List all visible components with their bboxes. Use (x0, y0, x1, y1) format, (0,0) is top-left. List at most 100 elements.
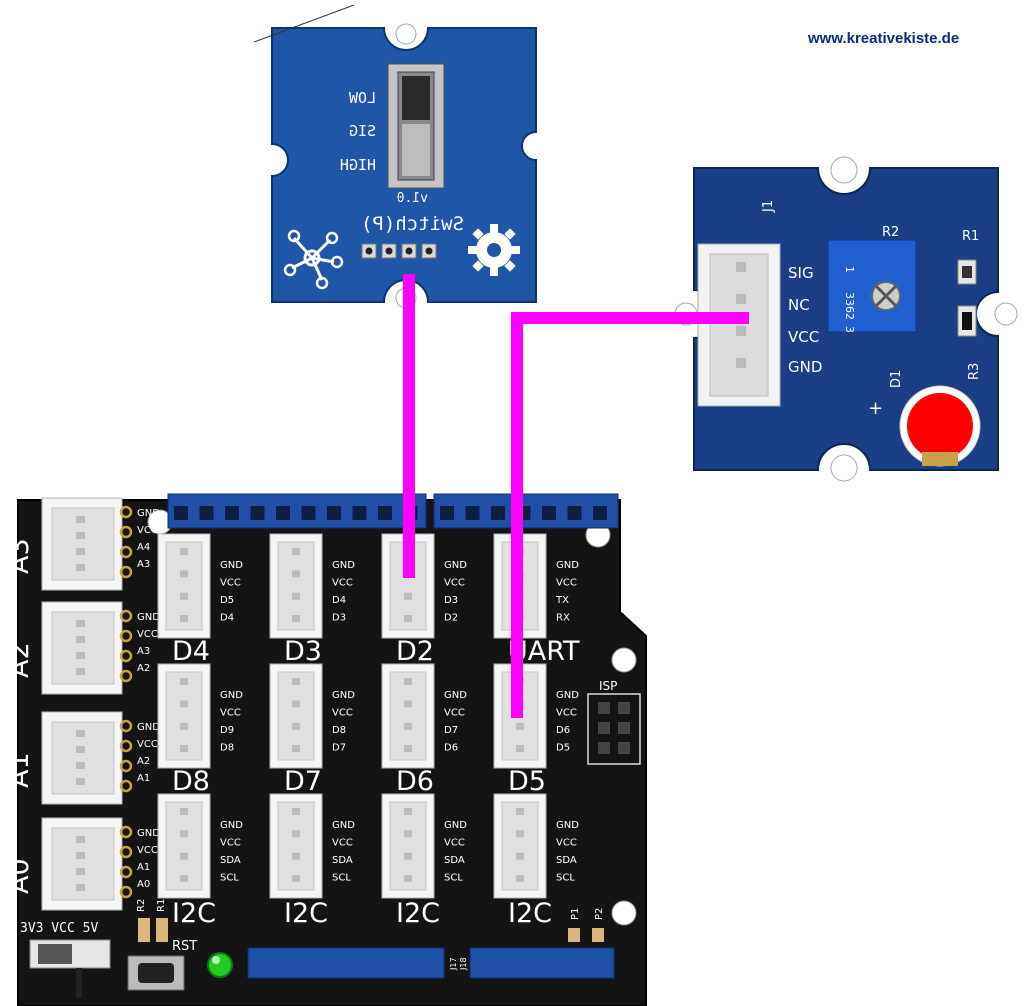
pin-label: SDA (556, 855, 577, 866)
switch-title-mirrored: Switch(P) v1.0 (361, 191, 464, 235)
pin-label: GND (220, 820, 243, 831)
port-label: D6 (396, 766, 434, 797)
pin-label: A3 (137, 646, 150, 657)
r2-label: R2 (882, 225, 899, 240)
slide-switch-icon[interactable] (387, 63, 445, 189)
pin-label: A4 (137, 542, 150, 553)
pot-side-digit-3: 3 (843, 326, 856, 333)
pin-label: TX (555, 595, 569, 606)
led-grove-connector[interactable] (697, 243, 781, 407)
led-pin-vcc: VCC (788, 328, 819, 346)
grove-logo-icon (283, 229, 344, 290)
pin-label: GND (332, 820, 355, 831)
bottom-header-right (469, 947, 615, 979)
pin-label: GND (332, 690, 355, 701)
r3-label: R3 (967, 363, 982, 380)
pin-label: VCC (137, 525, 158, 536)
pin-label: VCC (332, 838, 353, 849)
voltage-switch[interactable]: 3V3 VCC 5V (20, 921, 111, 998)
pin-label: SCL (556, 873, 575, 884)
header-hole (542, 506, 556, 520)
pin-label: SCL (444, 873, 463, 884)
switch-pin-low: LOW (348, 89, 376, 107)
port-label: D8 (172, 766, 210, 797)
pin-label: A3 (137, 559, 150, 570)
mount-hole (994, 302, 1018, 326)
wires (403, 274, 749, 718)
led-resistors (957, 259, 977, 337)
mount-hole (611, 647, 637, 673)
header-hole (276, 506, 290, 520)
port-label: I2C (284, 898, 328, 929)
pin-label: VCC (137, 739, 158, 750)
header-hole (199, 506, 214, 520)
bottom-header-left (247, 947, 445, 979)
led-pin-sig: SIG (788, 264, 814, 282)
pin-label: GND (137, 828, 160, 839)
gear-icon (468, 224, 520, 276)
pin-label: D2 (444, 613, 458, 624)
reset-button[interactable]: RST (127, 939, 197, 991)
pin-label: VCC (137, 629, 158, 640)
pin-label: VCC (444, 578, 465, 589)
port-label: D4 (172, 636, 210, 667)
pin-label: GND (332, 560, 355, 571)
led-pin-gnd: GND (788, 358, 822, 376)
pin-label: RX (556, 613, 570, 624)
header-hole (352, 506, 367, 520)
pin-label: A0 (137, 879, 150, 890)
p2-label: P2 (594, 908, 605, 920)
pin-label: D8 (332, 725, 346, 736)
pin-label: SDA (332, 855, 353, 866)
mount-hole (395, 23, 417, 45)
led-pin-nc: NC (788, 296, 810, 314)
website-label: www.kreativekiste.de (808, 30, 960, 47)
pin-label: VCC (444, 838, 465, 849)
pin-label: A2 (137, 756, 150, 767)
r1-label: R1 (156, 899, 167, 912)
pin-label: GND (137, 508, 160, 519)
port-label: I2C (508, 898, 552, 929)
p1-label: P1 (570, 908, 581, 920)
pin-label: VCC (444, 708, 465, 719)
pin-label: VCC (556, 578, 577, 589)
pin-label: D4 (220, 613, 234, 624)
port-label: D7 (284, 766, 322, 797)
pin-label: D5 (220, 595, 234, 606)
pin-label: A1 (137, 862, 150, 873)
pin-label: D3 (332, 613, 346, 624)
potentiometer-icon[interactable] (827, 239, 917, 333)
pin-label: GND (444, 560, 467, 571)
led-connector-label: J1 (761, 200, 776, 213)
smd-resistors: R2 R1 P1 P2 J17 J18 (136, 899, 605, 971)
analog-ports: A3GNDVCCA4A3A2GNDVCCA3A2A1GNDVCCA2A1A0GN… (4, 497, 160, 911)
mount-hole (830, 454, 858, 482)
analog-port-label: A0 (4, 858, 35, 894)
header-hole (593, 506, 607, 520)
header-hole (250, 506, 265, 520)
wire-led-to-d5 (511, 312, 749, 718)
pin-label: D8 (220, 743, 234, 754)
pin-label: VCC (220, 708, 241, 719)
pin-label: VCC (137, 845, 158, 856)
isp-header: ISP (587, 679, 641, 765)
switch-module-version: v1.0 (397, 191, 428, 206)
led-module: J1 SIG NC VCC GND 1 3362 3 R2 R1 R3 D1 + (674, 156, 1018, 482)
mount-hole (611, 900, 637, 926)
r1-label: R1 (962, 229, 979, 244)
